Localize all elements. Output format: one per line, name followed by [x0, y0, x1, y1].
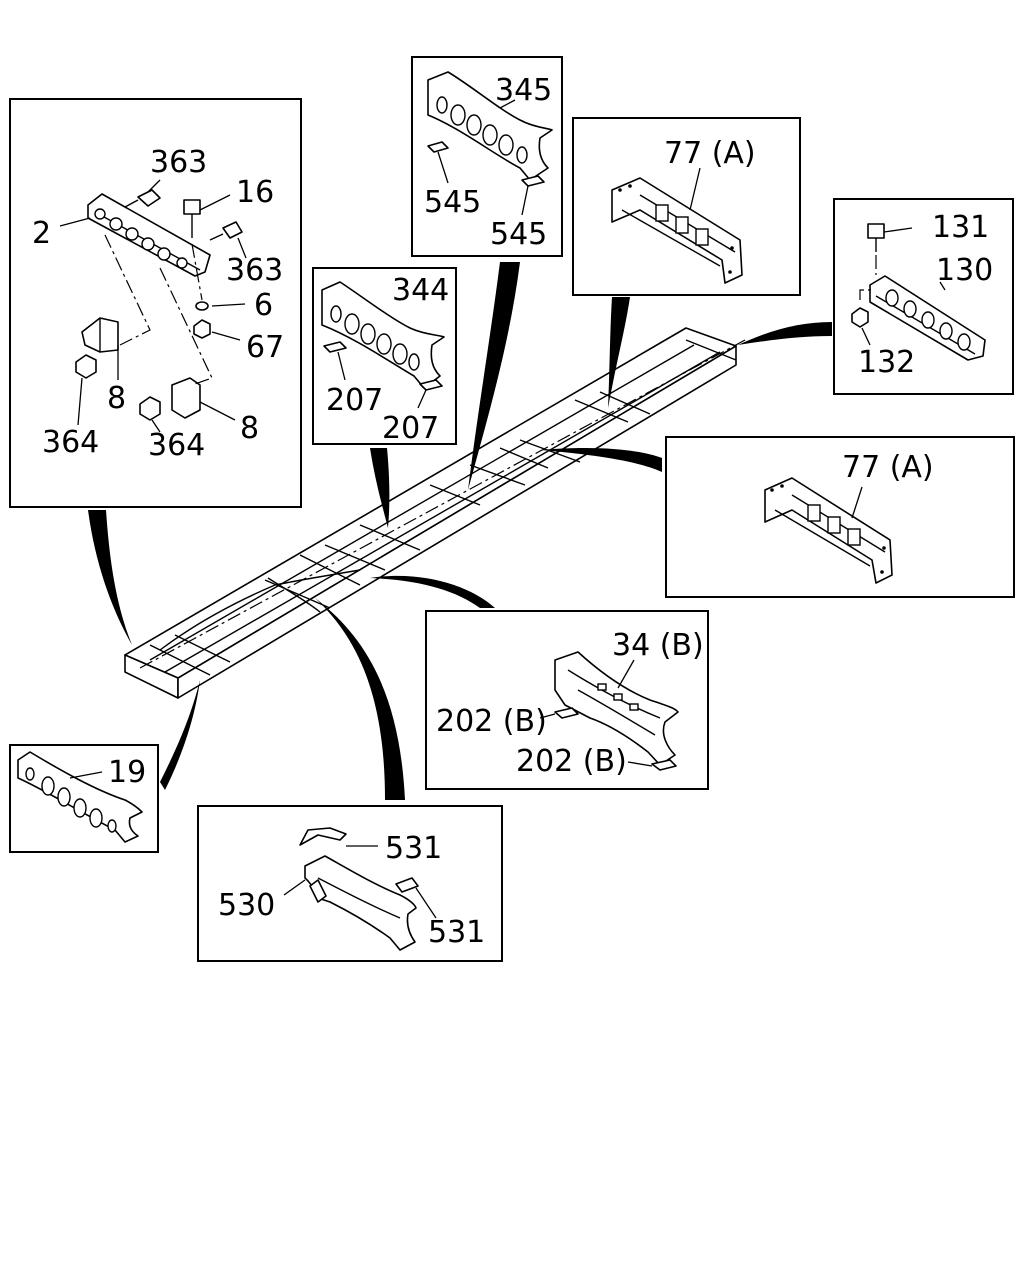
label-345: 345 [495, 73, 552, 108]
label-207-left: 207 [326, 383, 383, 418]
label-131: 131 [932, 210, 989, 245]
label-6: 6 [254, 288, 273, 323]
label-19: 19 [108, 755, 146, 790]
label-364-left: 364 [42, 425, 99, 460]
label-363-upper: 363 [150, 145, 207, 180]
label-531-upper: 531 [385, 831, 442, 866]
crossmember-19-box: 19 [9, 744, 159, 853]
main-chassis-frame [124, 327, 746, 699]
crossmember-77a-mid-box: 77 (A) [665, 436, 1015, 598]
crossmember-130-box: 131 130 132 [833, 198, 1014, 395]
label-2: 2 [32, 216, 51, 251]
label-207-right: 207 [382, 411, 439, 446]
crossmember-344-box: 344 207 207 [312, 267, 457, 446]
label-202b-right: 202 (B) [516, 744, 627, 779]
crossmember-77a-top-box: 77 (A) [572, 117, 801, 296]
front-bracket-box: 363 16 2 363 6 67 8 364 8 364 [9, 98, 302, 508]
label-545-left: 545 [424, 185, 481, 220]
label-16: 16 [236, 175, 274, 210]
label-344: 344 [392, 273, 449, 308]
label-130: 130 [936, 253, 993, 288]
crossmember-530-box: 531 530 531 [197, 805, 503, 962]
label-67: 67 [246, 330, 284, 365]
label-8-upper: 8 [107, 381, 126, 416]
crossmember-34b-box: 34 (B) 202 (B) 202 (B) [425, 610, 709, 790]
label-77a-mid: 77 (A) [842, 450, 934, 485]
label-364-right: 364 [148, 428, 205, 463]
label-202b-left: 202 (B) [436, 704, 547, 739]
label-363-lower: 363 [226, 253, 283, 288]
label-530: 530 [218, 888, 275, 923]
label-531-lower: 531 [428, 915, 485, 950]
label-34b: 34 (B) [612, 628, 704, 663]
callout-pointers [88, 262, 832, 800]
label-545-right: 545 [490, 217, 547, 252]
label-77a-top: 77 (A) [664, 136, 756, 171]
label-132: 132 [858, 345, 915, 380]
label-8-lower: 8 [240, 411, 259, 446]
crossmember-345-box: 345 545 545 [411, 56, 563, 257]
